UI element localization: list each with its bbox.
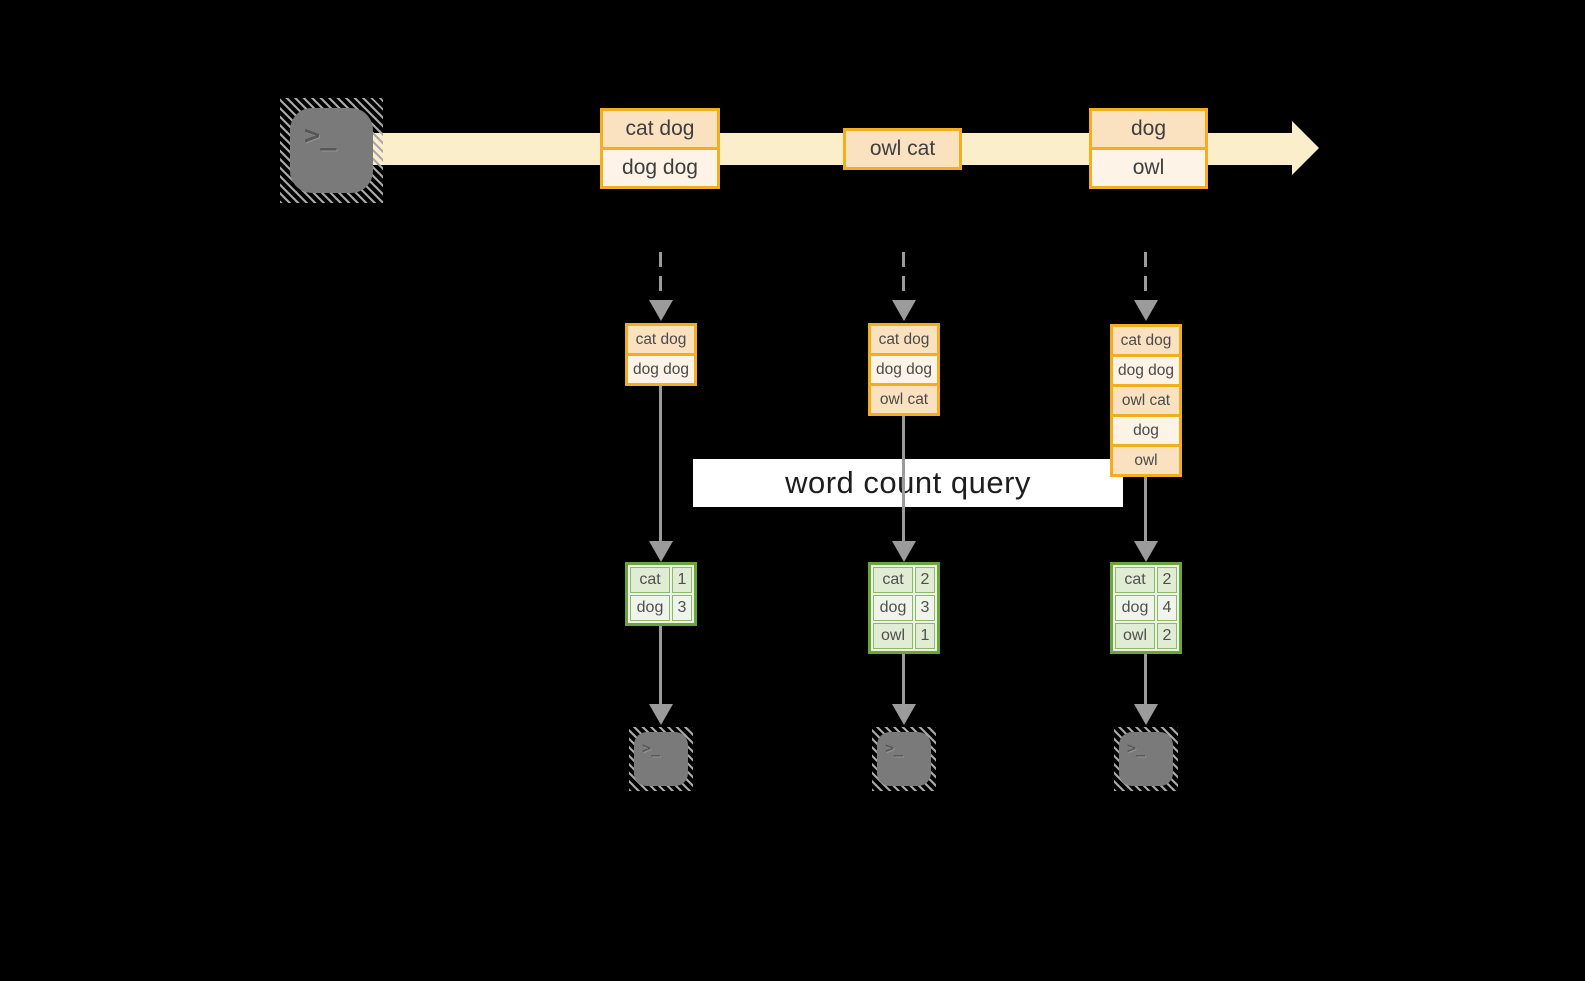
arrowhead-down-icon [1134, 541, 1158, 562]
stream-batch-3: dog owl [1089, 108, 1208, 189]
count-table-1: cat 1 dog 3 [625, 562, 697, 626]
word-cell: owl [873, 623, 913, 649]
state-item: owl [1113, 447, 1179, 474]
state-item: dog dog [871, 356, 937, 383]
count-cell: 2 [915, 567, 935, 593]
sink-terminal-icon-2: >_ [872, 727, 936, 791]
state-item: cat dog [871, 326, 937, 353]
sink-terminal-icon-1: >_ [629, 727, 693, 791]
stream-item: dog [1092, 111, 1205, 147]
state-item: owl cat [1113, 387, 1179, 414]
terminal-prompt-glyph: >_ [1127, 739, 1146, 757]
count-table-3: cat 2 dog 4 owl 2 [1110, 562, 1182, 654]
connector-line [659, 384, 662, 541]
connector-line [902, 414, 905, 541]
state-item: cat dog [1113, 327, 1179, 354]
arrowhead-down-icon [1134, 704, 1158, 725]
count-cell: 1 [915, 623, 935, 649]
dashed-connector [659, 252, 662, 300]
dashed-connector [1144, 252, 1147, 300]
connector-line [1144, 475, 1147, 541]
query-banner-label: word count query [785, 465, 1031, 500]
terminal-prompt-glyph: >_ [885, 739, 904, 757]
count-cell: 1 [672, 567, 692, 593]
word-cell: cat [1115, 567, 1155, 593]
word-cell: dog [630, 595, 670, 621]
connector-line [902, 652, 905, 704]
state-item: cat dog [628, 326, 694, 353]
arrowhead-down-icon [892, 704, 916, 725]
terminal-body: >_ [290, 108, 373, 193]
arrowhead-down-icon [1134, 300, 1158, 321]
count-cell: 2 [1157, 623, 1177, 649]
word-cell: dog [1115, 595, 1155, 621]
state-item: dog dog [628, 356, 694, 383]
arrowhead-down-icon [892, 300, 916, 321]
sink-terminal-icon-3: >_ [1114, 727, 1178, 791]
state-item: owl cat [871, 386, 937, 413]
state-item: dog [1113, 417, 1179, 444]
arrowhead-down-icon [649, 704, 673, 725]
word-cell: dog [873, 595, 913, 621]
count-cell: 3 [672, 595, 692, 621]
stream-batch-2: owl cat [843, 128, 962, 170]
terminal-body: >_ [1119, 732, 1173, 786]
stream-arrowhead-icon [1292, 121, 1319, 175]
count-cell: 4 [1157, 595, 1177, 621]
arrowhead-down-icon [649, 300, 673, 321]
source-terminal-icon: >_ [280, 98, 383, 203]
word-cell: cat [873, 567, 913, 593]
terminal-body: >_ [634, 732, 688, 786]
stream-batch-1: cat dog dog dog [600, 108, 720, 189]
arrowhead-down-icon [649, 541, 673, 562]
count-cell: 3 [915, 595, 935, 621]
state-item: dog dog [1113, 357, 1179, 384]
stream-item: cat dog [603, 111, 717, 147]
dashed-connector [902, 252, 905, 300]
terminal-prompt-glyph: >_ [304, 120, 337, 151]
count-cell: 2 [1157, 567, 1177, 593]
stream-item: dog dog [603, 150, 717, 186]
terminal-prompt-glyph: >_ [642, 739, 661, 757]
state-stack-1: cat dog dog dog [625, 323, 697, 386]
stream-item: owl cat [846, 131, 959, 167]
query-banner: word count query [693, 459, 1123, 507]
connector-line [1144, 652, 1147, 704]
state-stack-3: cat dog dog dog owl cat dog owl [1110, 324, 1182, 477]
count-table-2: cat 2 dog 3 owl 1 [868, 562, 940, 654]
stream-item: owl [1092, 150, 1205, 186]
word-cell: owl [1115, 623, 1155, 649]
terminal-body: >_ [877, 732, 931, 786]
connector-line [659, 624, 662, 704]
arrowhead-down-icon [892, 541, 916, 562]
word-cell: cat [630, 567, 670, 593]
state-stack-2: cat dog dog dog owl cat [868, 323, 940, 416]
